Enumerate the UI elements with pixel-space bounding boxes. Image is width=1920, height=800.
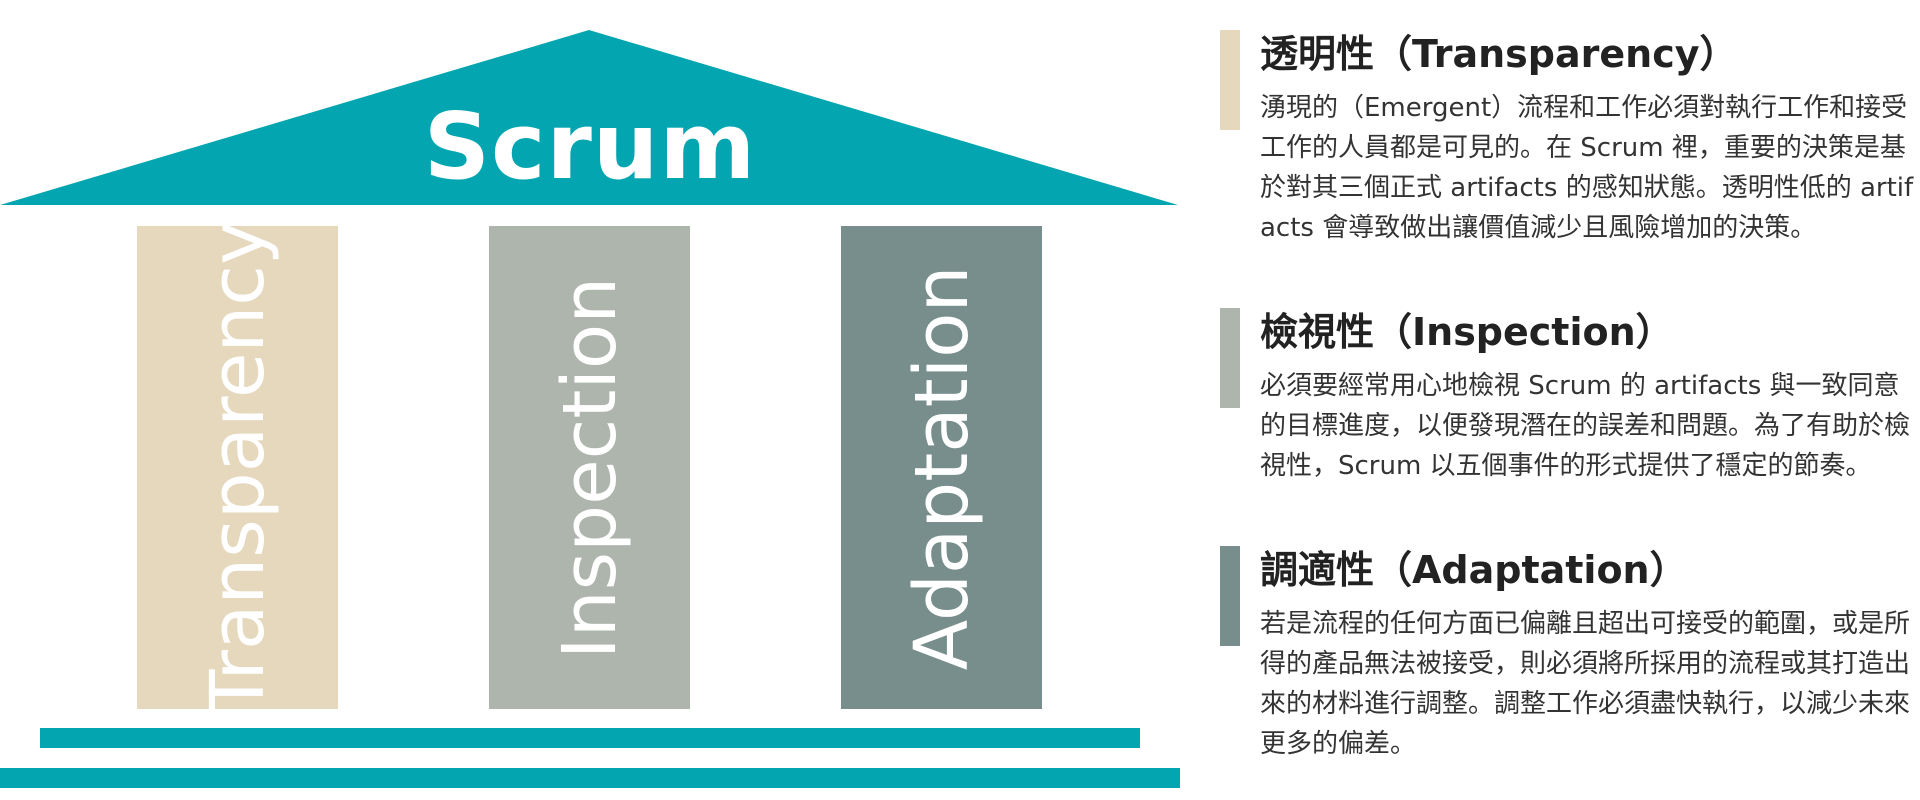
principle-title-transparency: 透明性（Transparency） — [1260, 32, 1738, 76]
principle-title-inspection: 檢視性（Inspection） — [1260, 310, 1674, 354]
roof-triangle — [0, 30, 1178, 205]
principle-desc-transparency: 湧現的（Emergent）流程和工作必須對執行工作和接受工作的人員都是可見的。在… — [1260, 93, 1914, 243]
pillar-label-transparency: Transparency — [194, 220, 281, 715]
accent-bar-transparency — [1220, 30, 1240, 130]
pillar-transparency: Transparency — [137, 221, 338, 714]
principle-desc-adaptation: 若是流程的任何方面已偏離且超出可接受的範圍，或是所得的產品無法被接受，則必須將所… — [1260, 609, 1911, 759]
pillar-label-inspection: Inspection — [546, 276, 633, 659]
accent-bar-inspection — [1220, 308, 1240, 408]
principles-panel: 透明性（Transparency） 湧現的（Emergent）流程和工作必須對執… — [1220, 0, 1920, 800]
pillar-label-adaptation: Adaptation — [898, 265, 985, 670]
accent-bar-adaptation — [1220, 546, 1240, 646]
temple-base-lower — [0, 768, 1180, 788]
roof-label: Scrum — [423, 93, 757, 200]
temple-base-upper — [40, 728, 1140, 748]
scrum-roof: Scrum — [0, 0, 1180, 210]
principle-desc-inspection: 必須要經常用心地檢視 Scrum 的 artifacts 與一致同意的目標進度，… — [1260, 371, 1911, 481]
pillar-inspection: Inspection — [489, 226, 690, 709]
principle-title-adaptation: 調適性（Adaptation） — [1260, 548, 1688, 592]
pillar-adaptation: Adaptation — [841, 226, 1042, 709]
roof-shape — [0, 30, 1178, 205]
